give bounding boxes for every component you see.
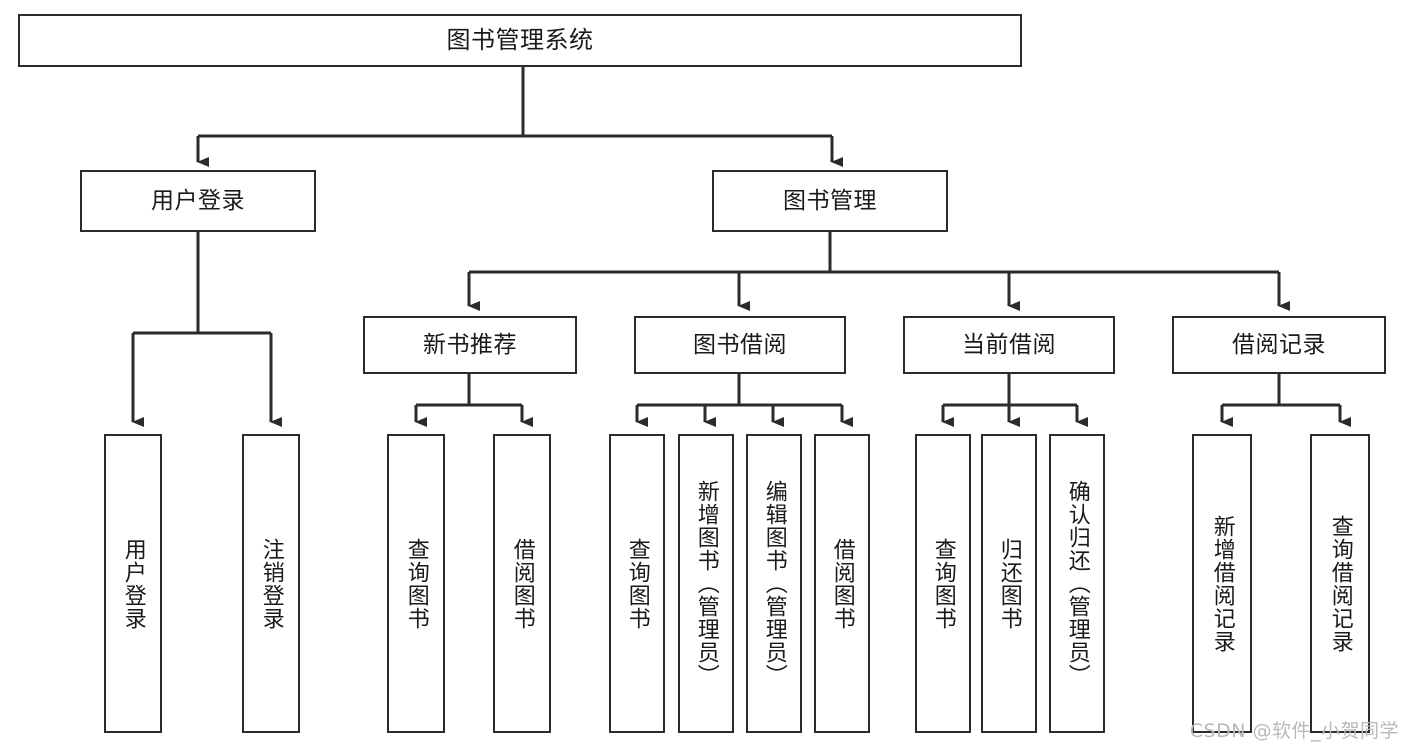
node-label: 查询图书 [624,537,650,630]
node-borrowing-record[interactable]: 借阅记录 [1172,316,1386,374]
node-book-management[interactable]: 图书管理 [712,170,948,232]
leaf-return-book[interactable]: 归还图书 [981,434,1037,733]
node-label: 确认归还（管理员） [1064,480,1090,687]
leaf-borrow-book-recommendation[interactable]: 借阅图书 [493,434,551,733]
node-current-borrowing[interactable]: 当前借阅 [903,316,1115,374]
leaf-edit-book-admin[interactable]: 编辑图书（管理员） [746,434,802,733]
leaf-query-book-borrowing[interactable]: 查询图书 [609,434,665,733]
leaf-confirm-return-admin[interactable]: 确认归还（管理员） [1049,434,1105,733]
leaf-add-borrowing-record[interactable]: 新增借阅记录 [1192,434,1252,733]
node-label: 图书管理系统 [446,25,594,54]
node-label: 用户登录 [151,187,245,214]
leaf-query-book-current[interactable]: 查询图书 [915,434,971,733]
node-label: 借阅图书 [509,537,535,630]
node-label: 图书借阅 [693,331,787,358]
node-root-book-management-system[interactable]: 图书管理系统 [18,14,1022,67]
leaf-query-borrowing-record[interactable]: 查询借阅记录 [1310,434,1370,733]
node-new-book-recommendation[interactable]: 新书推荐 [363,316,577,374]
node-label: 新增图书（管理员） [693,480,719,687]
node-label: 查询图书 [403,537,429,630]
leaf-user-login[interactable]: 用户登录 [104,434,162,733]
leaf-query-book-recommendation[interactable]: 查询图书 [387,434,445,733]
node-label: 新增借阅记录 [1209,514,1235,653]
node-book-borrowing[interactable]: 图书借阅 [634,316,846,374]
node-label: 当前借阅 [962,331,1056,358]
node-user-login[interactable]: 用户登录 [80,170,316,232]
csdn-watermark: CSDN @软件_小贺同学 [1189,720,1399,742]
node-label: 查询借阅记录 [1327,514,1353,653]
node-label: 借阅记录 [1232,331,1326,358]
node-label: 查询图书 [930,537,956,630]
node-label: 归还图书 [996,537,1022,630]
leaf-borrow-book-borrowing[interactable]: 借阅图书 [814,434,870,733]
leaf-add-book-admin[interactable]: 新增图书（管理员） [678,434,734,733]
node-label: 用户登录 [120,537,146,630]
leaf-logout[interactable]: 注销登录 [242,434,300,733]
node-label: 注销登录 [258,537,284,630]
node-label: 借阅图书 [829,537,855,630]
node-label: 编辑图书（管理员） [761,480,787,687]
node-label: 图书管理 [783,187,877,214]
node-label: 新书推荐 [423,331,517,358]
